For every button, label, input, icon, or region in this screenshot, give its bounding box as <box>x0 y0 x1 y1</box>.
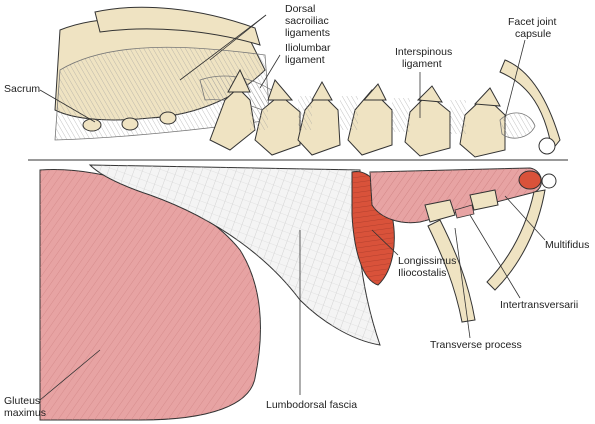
interspinous-ligament <box>392 98 410 132</box>
label-facet-joint: Facet joint <box>508 16 557 28</box>
transverse-process-long <box>427 219 476 323</box>
facet-joint-capsule <box>499 112 536 139</box>
label-transverse-process: Transverse process <box>430 339 522 351</box>
intertransversarii <box>454 204 475 219</box>
vertebra <box>404 85 451 157</box>
gluteus-fibers <box>40 169 261 420</box>
label-dorsal-sacroiliac: Dorsal <box>285 3 315 15</box>
interspinous-ligament <box>250 96 268 130</box>
label-interspinous: Interspinous <box>395 46 452 58</box>
label-gluteus: maximus <box>4 407 46 419</box>
interspinous-ligament <box>450 100 466 134</box>
label-iliolumbar: ligament <box>285 54 325 66</box>
vertebra <box>347 83 393 156</box>
transverse-process <box>469 189 499 211</box>
label-longissimus: Longissimus <box>398 255 456 267</box>
interspinous-ligament <box>298 96 312 130</box>
vertebra-end <box>541 173 557 189</box>
label-lumbodorsal-fascia: Lumbodorsal fascia <box>266 399 357 411</box>
label-iliocostalis: Iliocostalis <box>398 267 446 279</box>
label-gluteus: Gluteus <box>4 395 40 407</box>
multifidus-fibers <box>370 168 542 223</box>
sacral-foramen <box>159 111 177 125</box>
label-interspinous: ligament <box>402 58 442 70</box>
label-dorsal-sacroiliac: sacroiliac <box>285 15 329 27</box>
vertebra-end <box>538 137 556 155</box>
label-sacrum: Sacrum <box>4 83 40 95</box>
sacrum-crest <box>94 6 261 46</box>
label-dorsal-sacroiliac: ligaments <box>285 27 330 39</box>
transverse-process <box>424 199 456 223</box>
label-multifidus: Multifidus <box>545 239 589 251</box>
vertebra <box>459 87 506 158</box>
label-facet-joint: capsule <box>515 28 551 40</box>
leader-lines <box>39 14 546 401</box>
sacral-foramen <box>82 118 102 132</box>
interspinous-ligament <box>340 96 358 130</box>
lower-section <box>39 164 557 421</box>
sacral-foramen <box>121 117 139 131</box>
label-intertransversarii: Intertransversarii <box>500 299 578 311</box>
multifidus-cut-end <box>518 170 542 190</box>
labels: Dorsal sacroiliac ligaments Iliolumbar l… <box>4 3 589 419</box>
label-iliolumbar: Iliolumbar <box>285 42 331 54</box>
fascia-hatching <box>90 165 380 345</box>
upper-section <box>54 6 561 158</box>
